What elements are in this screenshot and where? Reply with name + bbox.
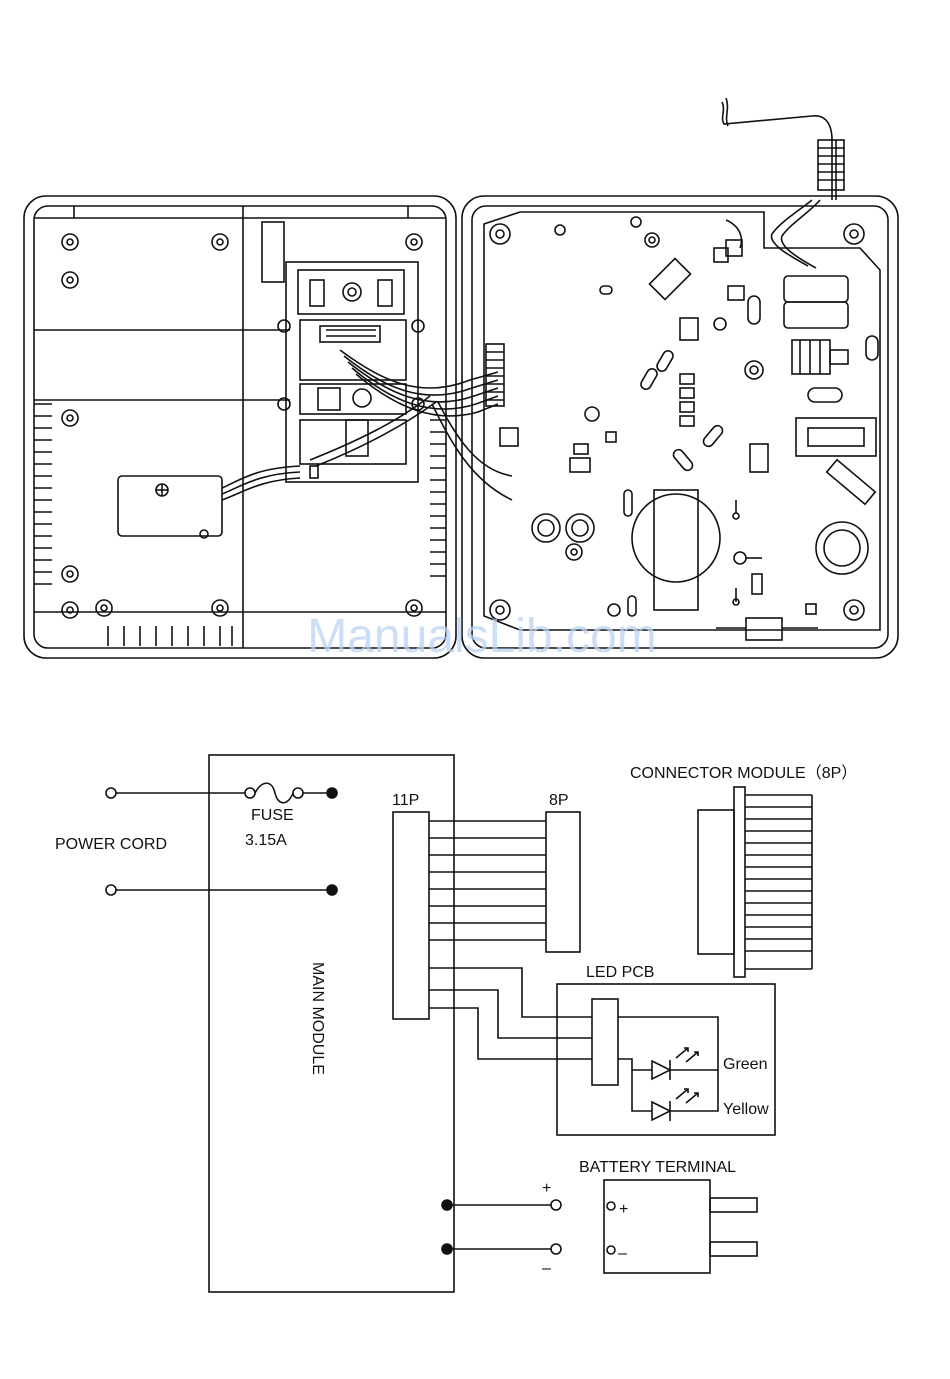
- connector-8p: [546, 812, 580, 952]
- power-cord-terminal-1: [106, 788, 116, 798]
- connector-11p: [393, 812, 429, 1019]
- power-cord-terminal-2: [106, 885, 116, 895]
- led-green-diode: [652, 1048, 718, 1080]
- battery-terminal-block: [604, 1180, 757, 1273]
- battery-minus-terminal: [551, 1244, 561, 1254]
- connector-module-label: CONNECTOR MODULE（8P）: [630, 764, 857, 782]
- power-cord-label: POWER CORD: [55, 836, 167, 853]
- led-board: [118, 476, 222, 536]
- battery-plus-terminal: [551, 1200, 561, 1210]
- connector-module-8p: [698, 787, 812, 977]
- fuse-label: FUSE: [251, 807, 294, 824]
- fuse-symbol: [245, 783, 337, 803]
- cable-strain-relief: [818, 140, 844, 190]
- led-pcb-connector: [592, 999, 618, 1085]
- fuse-rating-label: 3.15A: [245, 832, 287, 849]
- connector-11p-label: 11P: [392, 792, 419, 809]
- housing-illustration: [24, 98, 898, 658]
- led-yellow-diode: [652, 1089, 698, 1121]
- wiring-schematic: [106, 755, 812, 1292]
- left-case-half: [24, 196, 512, 658]
- battery-terminal-label: BATTERY TERMINAL: [579, 1159, 736, 1176]
- led-pcb-label: LED PCB: [586, 964, 654, 981]
- connector-8p-label: 8P: [549, 792, 569, 809]
- power-cable: [722, 102, 832, 200]
- minus-label: –: [542, 1260, 551, 1277]
- plus-label: +: [542, 1180, 551, 1197]
- battery-block-plus-label: +: [619, 1201, 628, 1218]
- right-case-half: [462, 196, 898, 658]
- led-green-label: Green: [723, 1056, 767, 1073]
- watermark: ManualsLib.com: [307, 610, 657, 663]
- led-yellow-label: Yellow: [723, 1101, 769, 1118]
- battery-block-minus-label: –: [618, 1245, 627, 1262]
- main-module-label: MAIN MODULE: [309, 962, 326, 1075]
